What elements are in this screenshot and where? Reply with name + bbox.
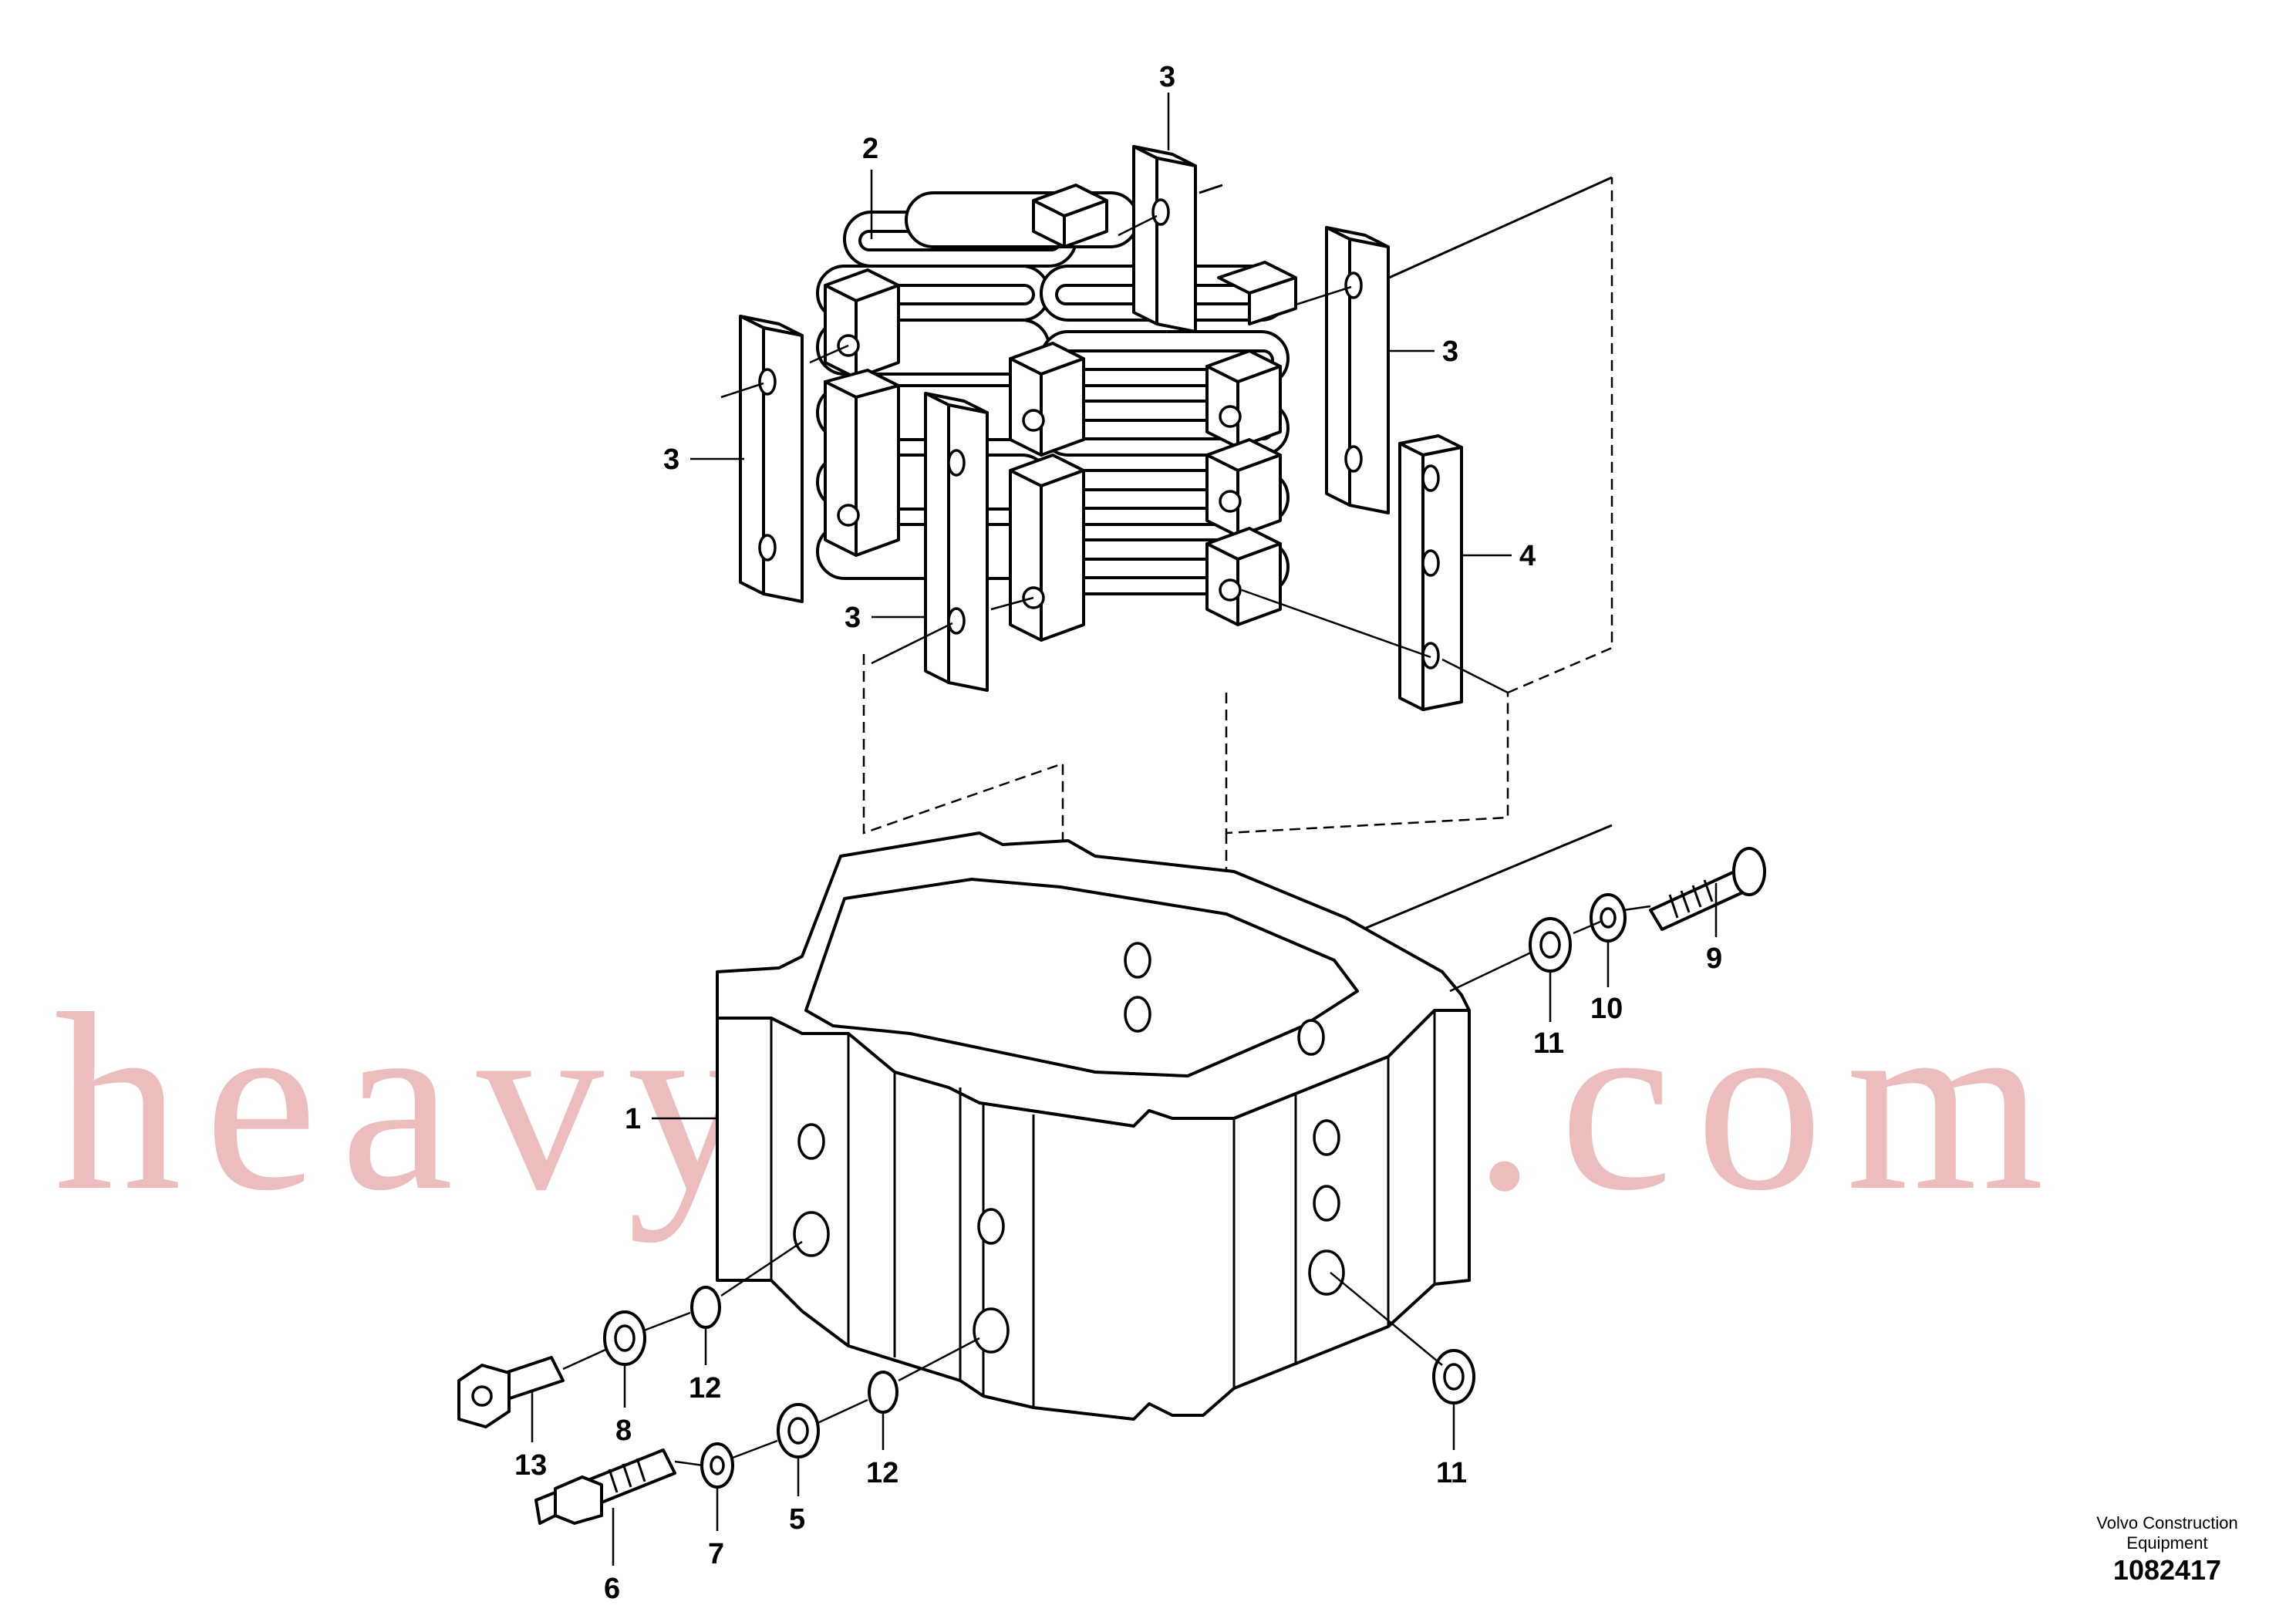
strip-plate-3-front [871, 392, 1034, 692]
callout-12-upper: 12 [689, 1372, 721, 1404]
title-block: Volvo Construction Equipment 1082417 [2096, 1513, 2237, 1586]
callout-3-front: 3 [845, 602, 861, 634]
grommet-5 [777, 1398, 868, 1458]
callout-13: 13 [514, 1449, 547, 1482]
grommet-8 [603, 1310, 691, 1366]
strip-plate-4 [1241, 434, 1509, 711]
heater-housing [716, 831, 1471, 1421]
callout-7: 7 [708, 1538, 724, 1570]
callout-2: 2 [862, 133, 878, 165]
callout-3-top: 3 [1159, 61, 1175, 93]
grommet-11-upper [1449, 917, 1572, 993]
callout-3-right: 3 [1442, 336, 1458, 368]
callout-6: 6 [604, 1573, 620, 1605]
heater-coil-assembly [816, 184, 1297, 642]
o-ring-12-lower [868, 1337, 980, 1414]
bolt-9 [1649, 847, 1766, 931]
callout-5: 5 [789, 1503, 805, 1536]
washer-10 [1573, 893, 1651, 943]
stud-6 [534, 1448, 704, 1525]
grommet-11-lower [1330, 1272, 1475, 1404]
connector-blocks [824, 184, 1297, 642]
callout-12-lower: 12 [866, 1457, 899, 1489]
callout-4: 4 [1519, 540, 1536, 572]
brand-name-line1: Volvo Construction [2096, 1513, 2237, 1533]
strip-plate-3-left [720, 315, 849, 603]
strip-plate-3-top [1118, 145, 1223, 333]
callout-3-left: 3 [663, 443, 679, 476]
callout-8: 8 [615, 1415, 632, 1447]
document-number: 1082417 [2113, 1554, 2221, 1586]
leader-lines [531, 93, 1718, 1566]
callout-1: 1 [625, 1103, 641, 1135]
callout-10: 10 [1590, 993, 1623, 1025]
washer-7 [700, 1439, 778, 1489]
strip-plate-3-right [1295, 226, 1390, 514]
callout-11-lower: 11 [1436, 1457, 1467, 1489]
brand-name-line2: Equipment [2126, 1533, 2207, 1553]
o-ring-12-upper [690, 1240, 803, 1329]
bolt-13 [457, 1348, 606, 1428]
callout-9: 9 [1706, 943, 1722, 975]
callout-labels: 2 3 3 3 3 4 1 9 10 11 11 12 12 8 13 5 7 … [514, 61, 1722, 1605]
callout-11-upper: 11 [1533, 1027, 1564, 1060]
